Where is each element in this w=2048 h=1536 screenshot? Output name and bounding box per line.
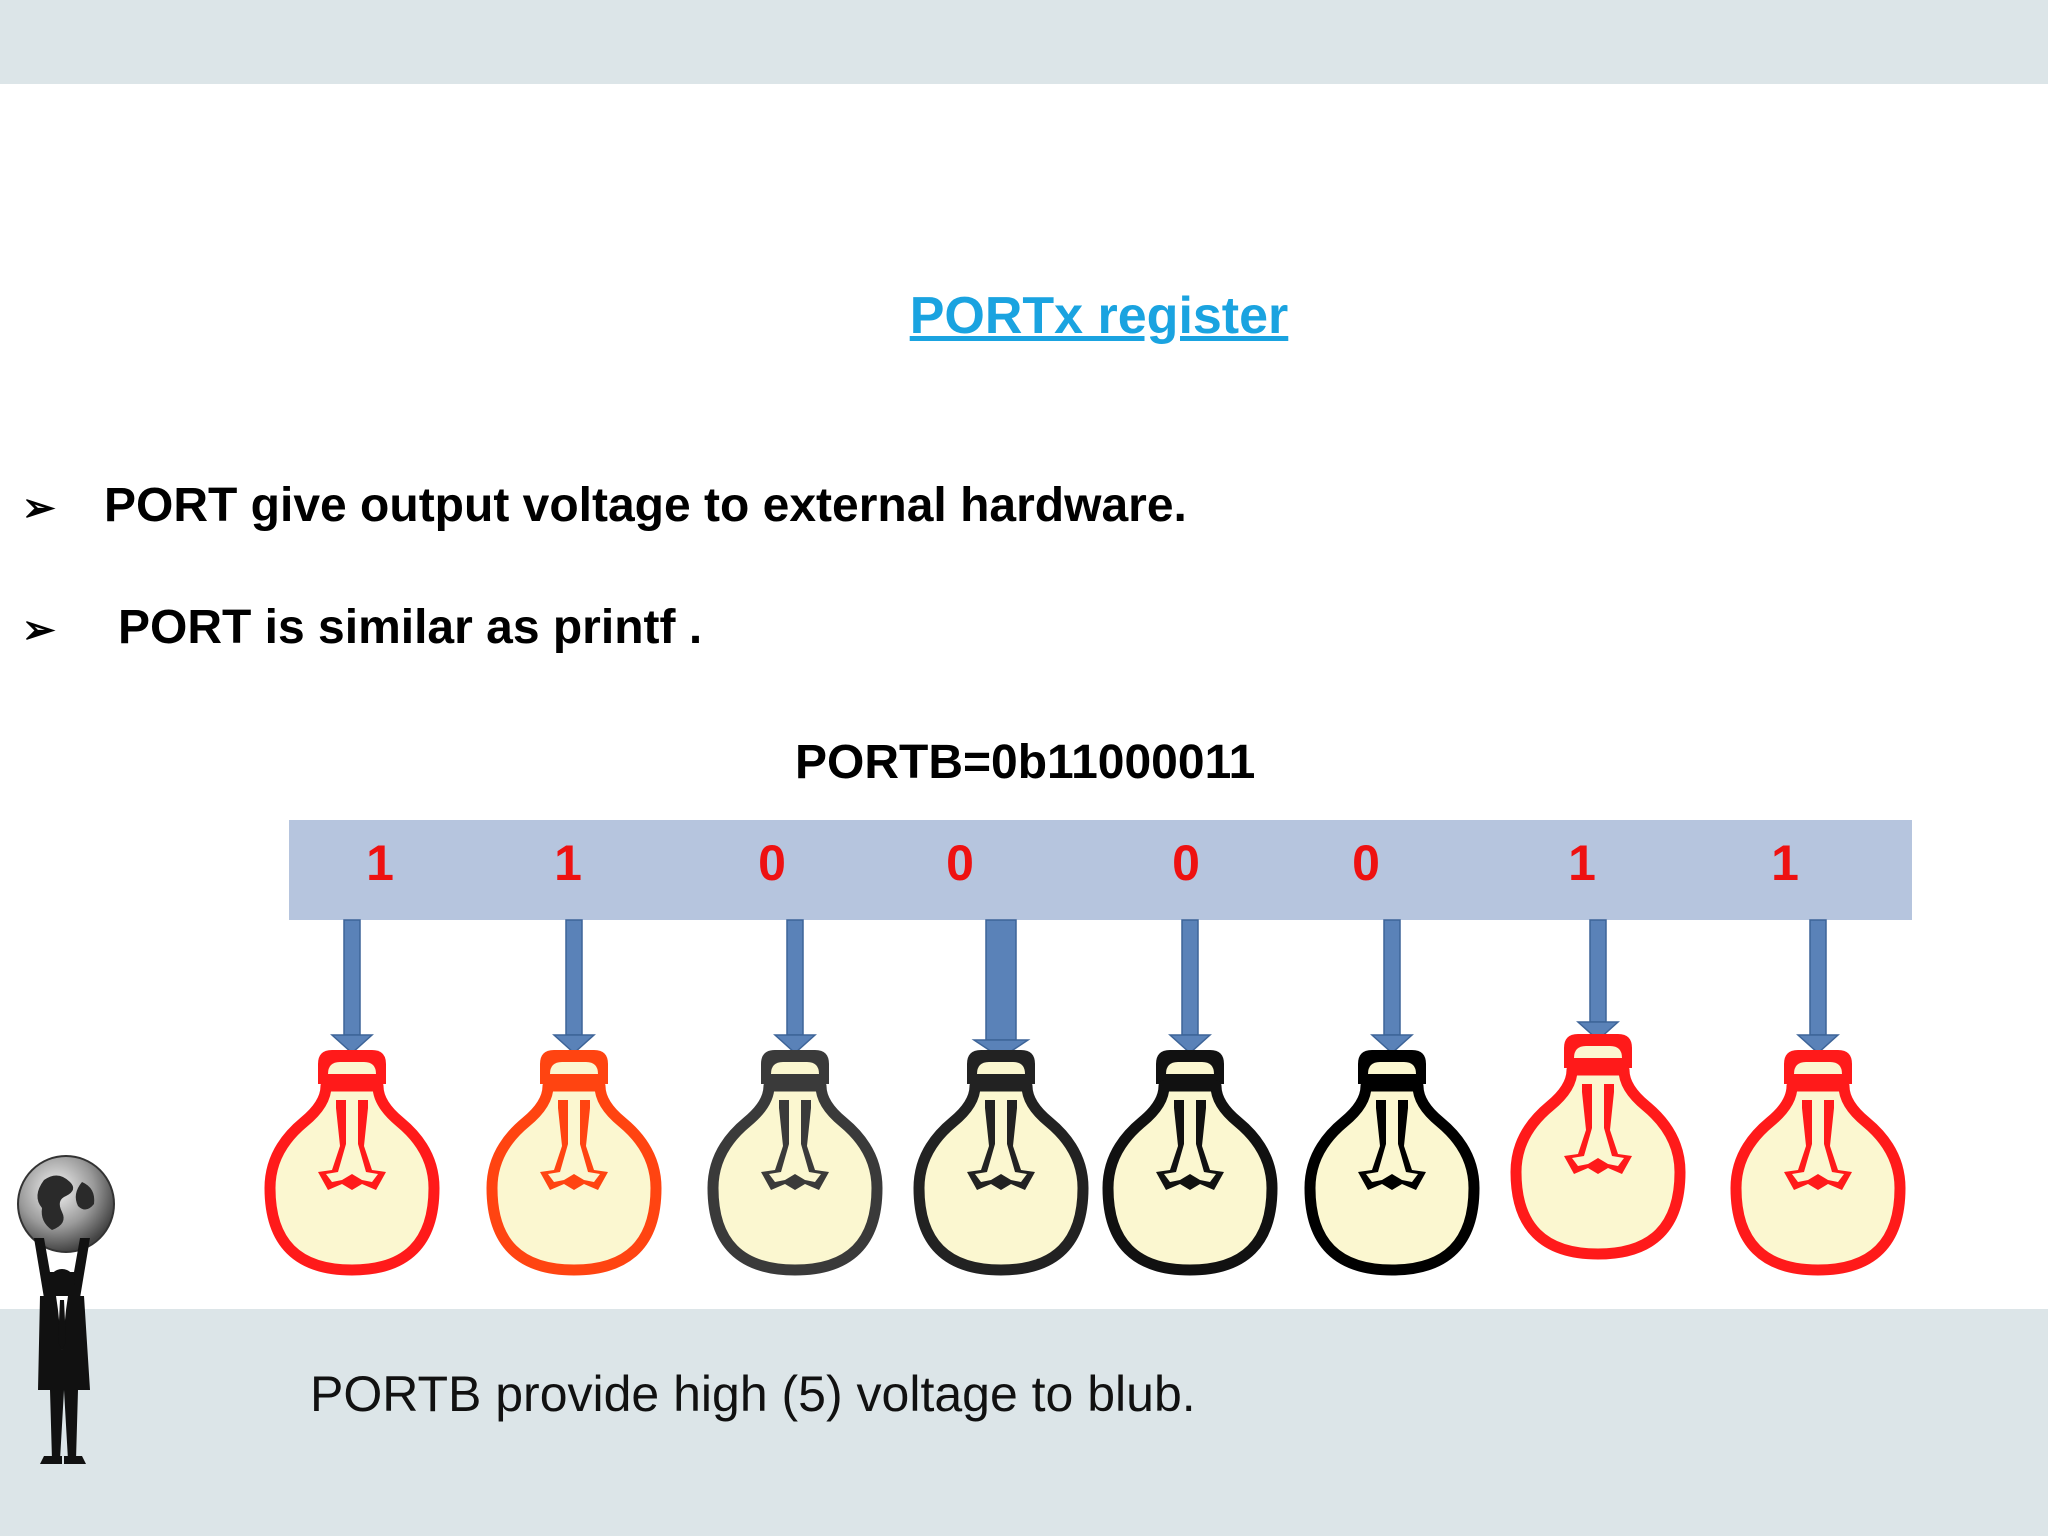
bit-7: 1 [366,835,394,891]
arrowhead-bullet-icon: ➢ [22,486,56,530]
top-band [0,0,2048,84]
arrow-2 [773,919,817,1055]
bit-bar [289,820,1912,920]
light-bulb-icon [913,1050,1089,1276]
bit-6: 1 [554,835,582,891]
arrow-7 [1796,919,1840,1055]
bit-1: 1 [1568,835,1596,891]
bit-0: 1 [1771,835,1799,891]
arrows-group [330,919,1840,1059]
bullet-text: PORT give output voltage to external har… [104,479,1187,532]
register-assignment: PORTB=0b11000011 [795,736,1256,789]
light-bulb-icon [1730,1050,1906,1276]
arrow-4 [1168,919,1212,1055]
bullet-text: PORT is similar as printf . [118,601,703,654]
bit-4: 0 [946,835,974,891]
bullet-item-printf: ➢ PORT is similar as printf . [22,600,702,655]
arrow-1 [552,919,596,1055]
footer-caption: PORTB provide high (5) voltage to blub. [310,1366,1196,1422]
light-bulb-icon [486,1050,662,1276]
bit-2: 0 [1352,835,1380,891]
bulbs-group [264,1034,1906,1276]
bit-5: 0 [758,835,786,891]
arrow-3 [971,919,1031,1059]
light-bulb-icon [1510,1034,1686,1260]
bottom-band [0,1309,2048,1536]
bit-3: 0 [1172,835,1200,891]
light-bulb-icon [1304,1050,1480,1276]
arrow-5 [1370,919,1414,1055]
bullet-item-output-voltage: ➢ PORT give output voltage to external ha… [22,478,1187,533]
arrow-6 [1576,919,1620,1042]
light-bulb-icon [1102,1050,1278,1276]
arrowhead-bullet-icon: ➢ [22,608,56,652]
arrow-0 [330,919,374,1055]
light-bulb-icon [707,1050,883,1276]
slide-title: PORTx register [909,287,1289,345]
light-bulb-icon [264,1050,440,1276]
